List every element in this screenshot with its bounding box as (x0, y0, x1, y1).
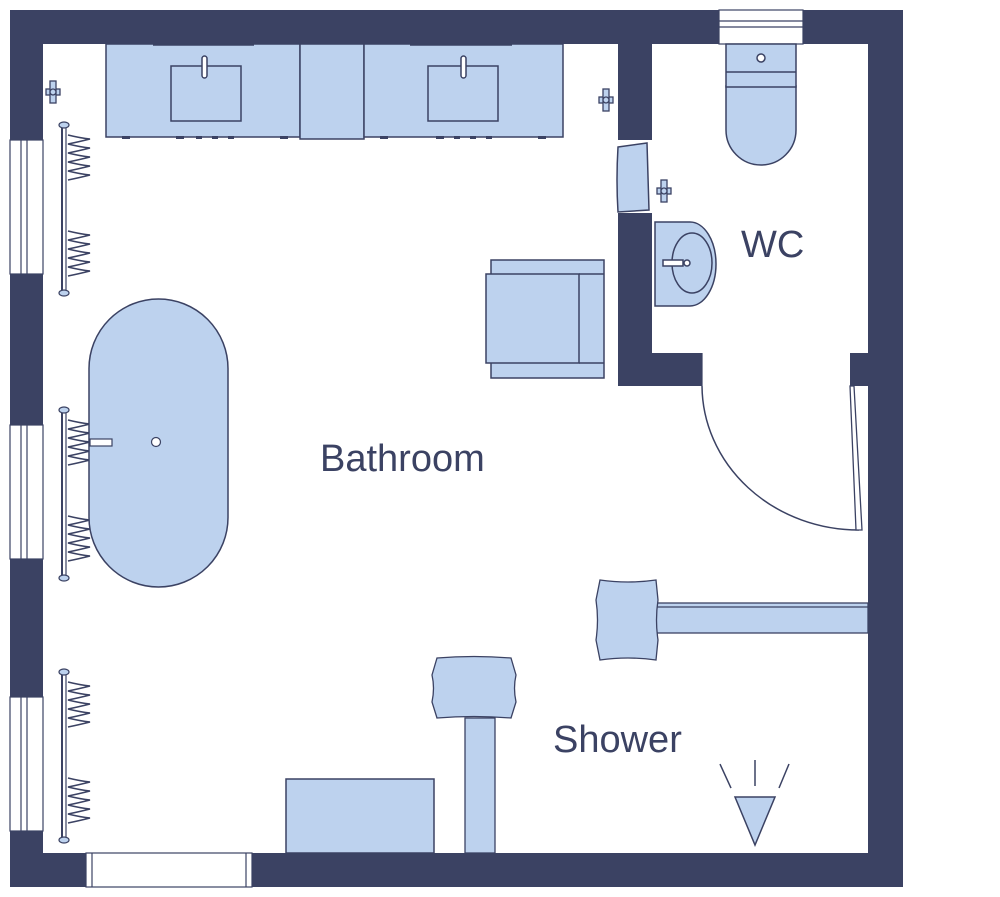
room-label-shower: Shower (553, 719, 682, 761)
wall-radiator (616, 142, 650, 213)
door (701, 353, 863, 531)
bathtub (88, 298, 229, 588)
double-vanity (105, 43, 564, 140)
windows (9, 9, 804, 888)
room-label-wc: WC (741, 224, 804, 266)
wc-basin (654, 221, 717, 307)
tap-icon (45, 80, 672, 203)
wc-walls (618, 44, 868, 386)
toilet (725, 43, 797, 166)
shower-screen (431, 579, 869, 854)
room-label-bathroom: Bathroom (320, 438, 485, 480)
doorway-bottom (85, 852, 253, 888)
bench (485, 259, 605, 379)
shower-bench (285, 778, 435, 854)
shower-head-icon (719, 760, 790, 847)
